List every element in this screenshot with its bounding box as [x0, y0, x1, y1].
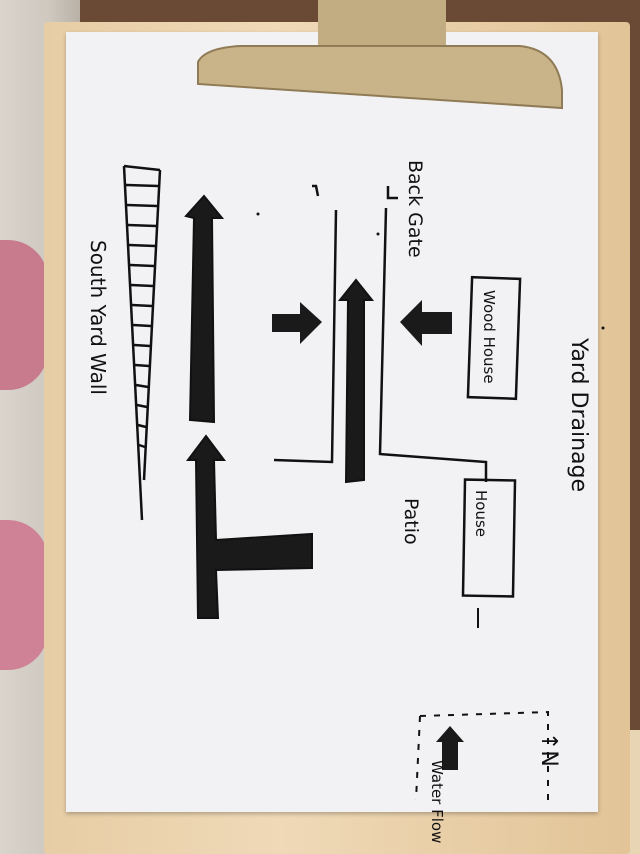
- house-box: [461, 478, 517, 598]
- drawing-title: Yard Drainage: [566, 338, 591, 493]
- background-object: [0, 240, 48, 390]
- south-wall-label: South Yard Wall: [86, 240, 110, 395]
- wood-house-label: Wood House: [480, 290, 498, 384]
- water-flow-arrow: [400, 300, 452, 346]
- south-yard-wall: [122, 164, 162, 521]
- yard-path-lines: [273, 184, 488, 482]
- north-indicator: ↑N: [536, 732, 561, 767]
- background-object: [0, 520, 48, 670]
- legend-box: [415, 710, 549, 801]
- water-flow-arrow: [272, 302, 322, 344]
- legend-water-flow-label: Water Flow: [428, 760, 446, 844]
- legend-arrow: [436, 726, 464, 770]
- clipboard-clip: [197, 0, 563, 110]
- wood-house-box: [466, 275, 522, 401]
- water-flow-arrow: [337, 278, 375, 484]
- back-gate-label: Back Gate: [404, 160, 426, 258]
- water-flow-arrow: [186, 434, 313, 619]
- patio-label: Patio: [400, 498, 422, 545]
- water-flow-arrow: [184, 194, 225, 424]
- house-label: House: [472, 490, 490, 538]
